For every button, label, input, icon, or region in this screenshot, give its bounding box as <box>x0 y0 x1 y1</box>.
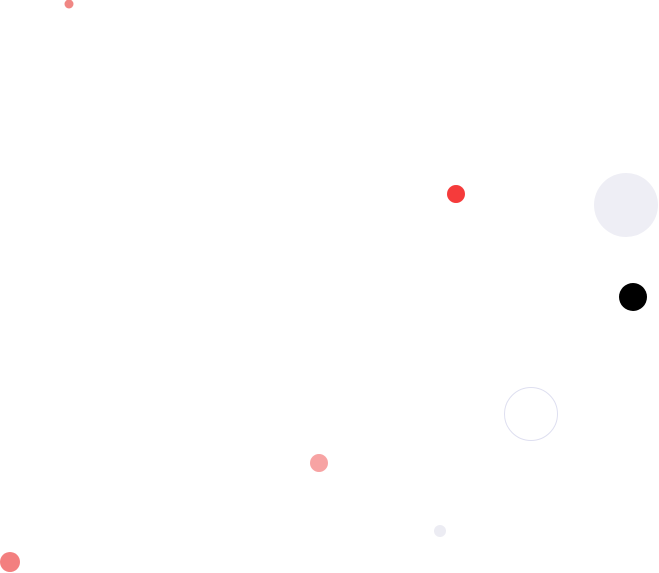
dot-black-medium <box>619 283 647 311</box>
dot-red-medium <box>447 185 465 203</box>
dot-coral-small-top <box>64 0 74 9</box>
dot-lavender-large <box>594 173 658 237</box>
dot-coral-bottom-left <box>0 552 20 572</box>
dot-lavender-small <box>434 525 446 537</box>
ring-outline-large <box>504 387 558 441</box>
dot-pink-medium <box>310 454 328 472</box>
